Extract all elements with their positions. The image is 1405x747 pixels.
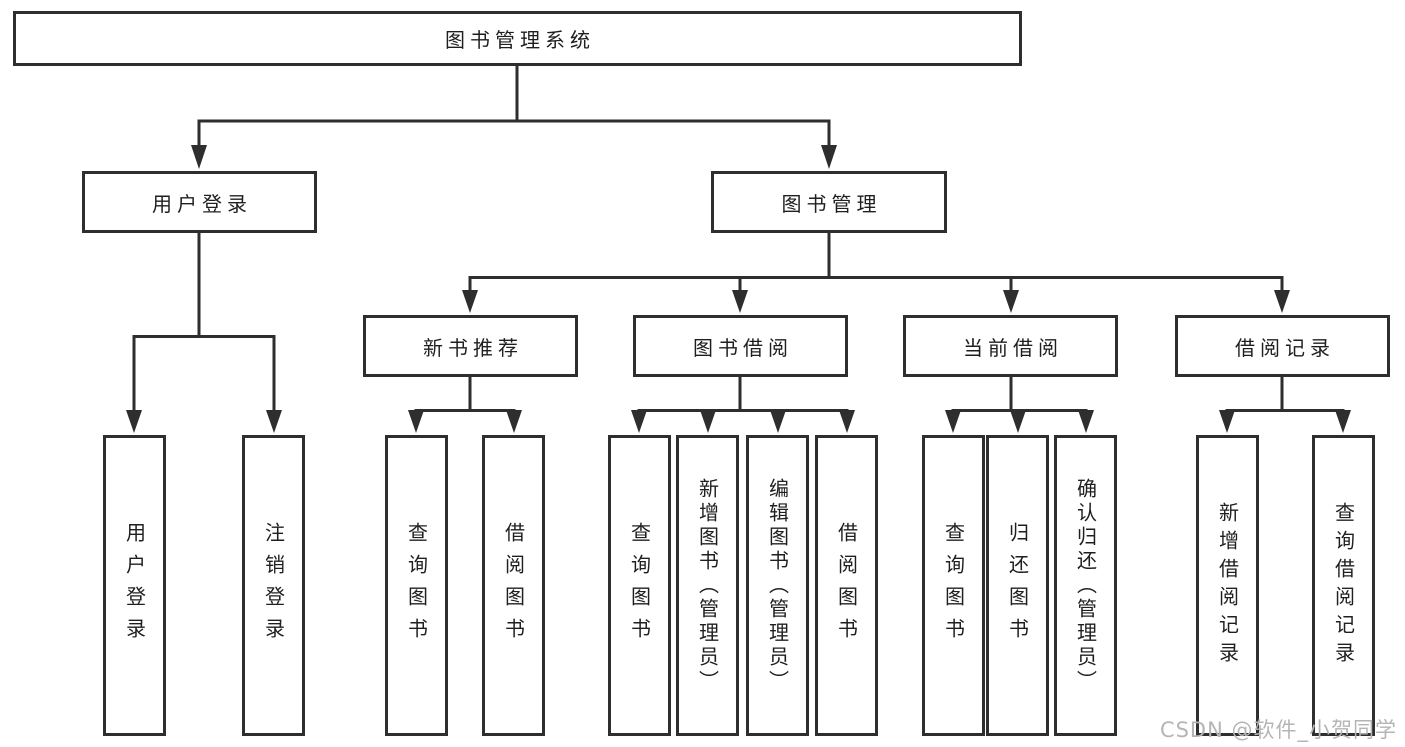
node-label: 编辑图书（管理员） bbox=[765, 477, 790, 694]
node-label: 查询图书 bbox=[627, 521, 652, 650]
node-label: 查询图书 bbox=[941, 521, 966, 650]
node-user-login: 用户登录 bbox=[82, 171, 317, 233]
node-label: 注销登录 bbox=[261, 521, 286, 650]
leaf-query-books-recommend: 查询图书 bbox=[385, 435, 448, 736]
leaf-borrow-books: 借阅图书 bbox=[815, 435, 878, 736]
node-label: 用户登录 bbox=[122, 521, 147, 650]
node-label: 查询借阅记录 bbox=[1331, 501, 1356, 670]
node-label: 当前借阅 bbox=[963, 335, 1063, 360]
node-label: 图书借阅 bbox=[693, 335, 793, 360]
node-label: 新增图书（管理员） bbox=[695, 477, 720, 694]
node-label: 新书推荐 bbox=[423, 335, 523, 360]
node-new-book-recommend: 新书推荐 bbox=[363, 315, 578, 377]
node-label: 查询图书 bbox=[404, 521, 429, 650]
node-label: 借阅图书 bbox=[834, 521, 859, 650]
leaf-query-books-borrow: 查询图书 bbox=[608, 435, 671, 736]
leaf-borrow-books-recommend: 借阅图书 bbox=[482, 435, 545, 736]
node-label: 借阅图书 bbox=[501, 521, 526, 650]
node-book-borrow: 图书借阅 bbox=[633, 315, 848, 377]
node-label: 新增借阅记录 bbox=[1215, 501, 1240, 670]
node-borrow-record: 借阅记录 bbox=[1175, 315, 1390, 377]
node-label: 用户登录 bbox=[152, 191, 252, 216]
leaf-user-login: 用户登录 bbox=[103, 435, 166, 736]
node-label: 借阅记录 bbox=[1235, 335, 1335, 360]
leaf-confirm-return-admin: 确认归还（管理员） bbox=[1054, 435, 1117, 736]
csdn-watermark: CSDN @软件_小贺同学 bbox=[1159, 718, 1397, 742]
leaf-logout: 注销登录 bbox=[242, 435, 305, 736]
node-label: 图书管理系统 bbox=[445, 28, 595, 52]
node-label: 归还图书 bbox=[1005, 521, 1030, 650]
leaf-add-borrow-record: 新增借阅记录 bbox=[1196, 435, 1259, 736]
leaf-query-borrow-record: 查询借阅记录 bbox=[1312, 435, 1375, 736]
node-label: 确认归还（管理员） bbox=[1073, 477, 1098, 694]
leaf-return-books: 归还图书 bbox=[986, 435, 1049, 736]
node-library-management-system: 图书管理系统 bbox=[13, 11, 1022, 66]
leaf-edit-books-admin: 编辑图书（管理员） bbox=[746, 435, 809, 736]
node-book-management: 图书管理 bbox=[711, 171, 947, 233]
node-label: 图书管理 bbox=[781, 191, 882, 216]
node-current-borrow: 当前借阅 bbox=[903, 315, 1118, 377]
leaf-add-books-admin: 新增图书（管理员） bbox=[676, 435, 739, 736]
leaf-query-books-current: 查询图书 bbox=[922, 435, 985, 736]
